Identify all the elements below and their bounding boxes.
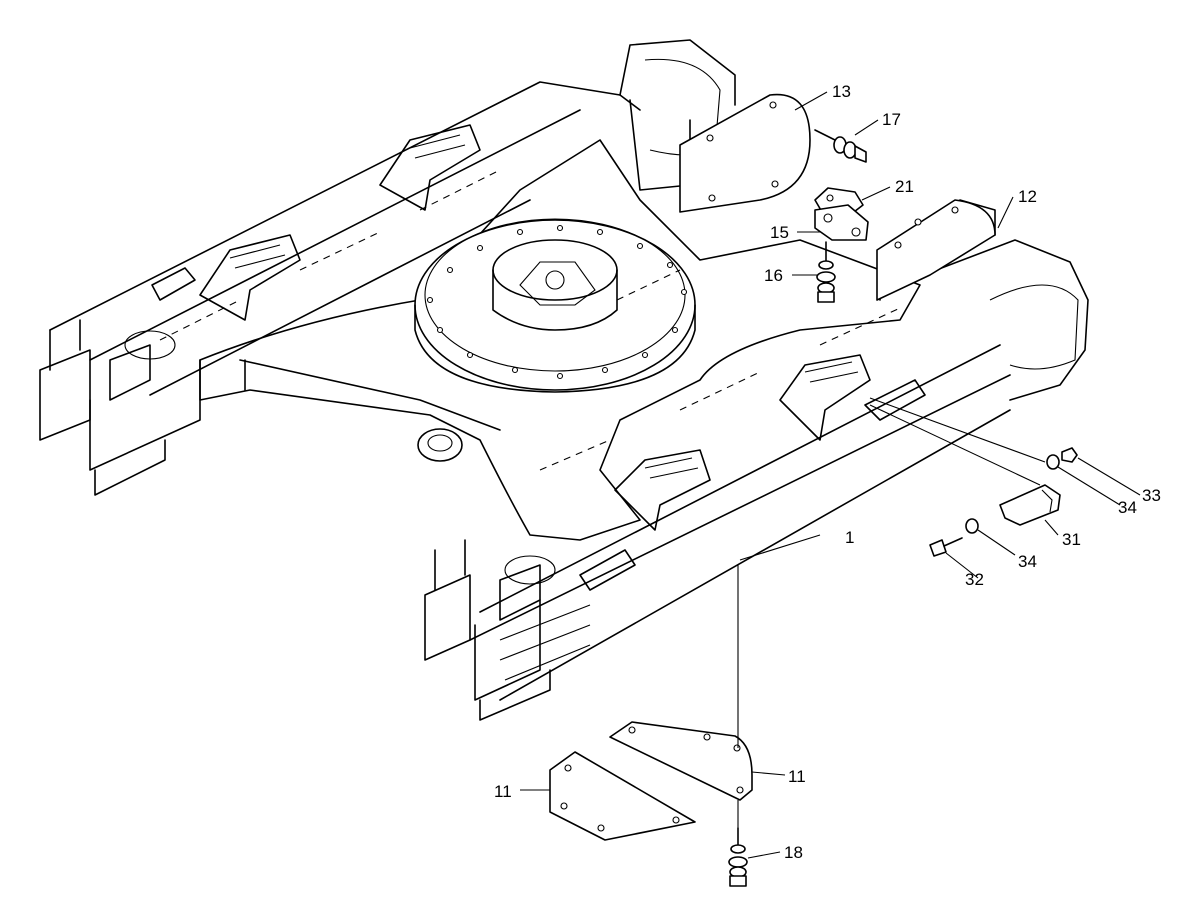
callout-13: 13 xyxy=(832,82,851,101)
callout-34-upper: 34 xyxy=(1118,498,1137,517)
callout-1: 1 xyxy=(845,528,854,547)
callout-12: 12 xyxy=(1018,187,1037,206)
part-31-track-guide xyxy=(999,484,1061,526)
callout-11-left: 11 xyxy=(494,782,512,801)
part-12-plate xyxy=(876,199,996,301)
track-guides-right xyxy=(579,354,926,591)
callout-16: 16 xyxy=(764,266,783,285)
part-11-cover-plate-right xyxy=(609,721,753,801)
callout-17: 17 xyxy=(882,110,901,129)
part-32-bolt xyxy=(929,537,963,557)
part-17-bolt xyxy=(814,129,867,163)
callout-15: 15 xyxy=(770,223,789,242)
callout-34-lower: 34 xyxy=(1018,552,1037,571)
callout-leaders xyxy=(520,91,1141,859)
part-11-cover-plate-left xyxy=(549,751,696,841)
track-guides-left xyxy=(151,124,481,321)
part-34-washer-lower xyxy=(965,518,979,534)
callout-11-right: 11 xyxy=(788,767,806,786)
part-15-block xyxy=(814,204,869,241)
callout-labels: 1 11 11 12 13 15 16 17 18 21 31 32 33 34… xyxy=(494,82,1161,862)
part-16-bolt xyxy=(816,241,836,303)
center-frame xyxy=(39,39,1089,721)
part-13-cover-plate xyxy=(679,93,811,213)
callout-33: 33 xyxy=(1142,486,1161,505)
part-34-washer-upper xyxy=(1046,454,1060,470)
part-18-bolt xyxy=(728,827,748,887)
callout-18: 18 xyxy=(784,843,803,862)
callout-31: 31 xyxy=(1062,530,1081,549)
ring-bolt-holes xyxy=(426,224,688,380)
callout-21: 21 xyxy=(895,177,914,196)
callout-32: 32 xyxy=(965,570,984,589)
part-33-nut xyxy=(1061,447,1078,463)
